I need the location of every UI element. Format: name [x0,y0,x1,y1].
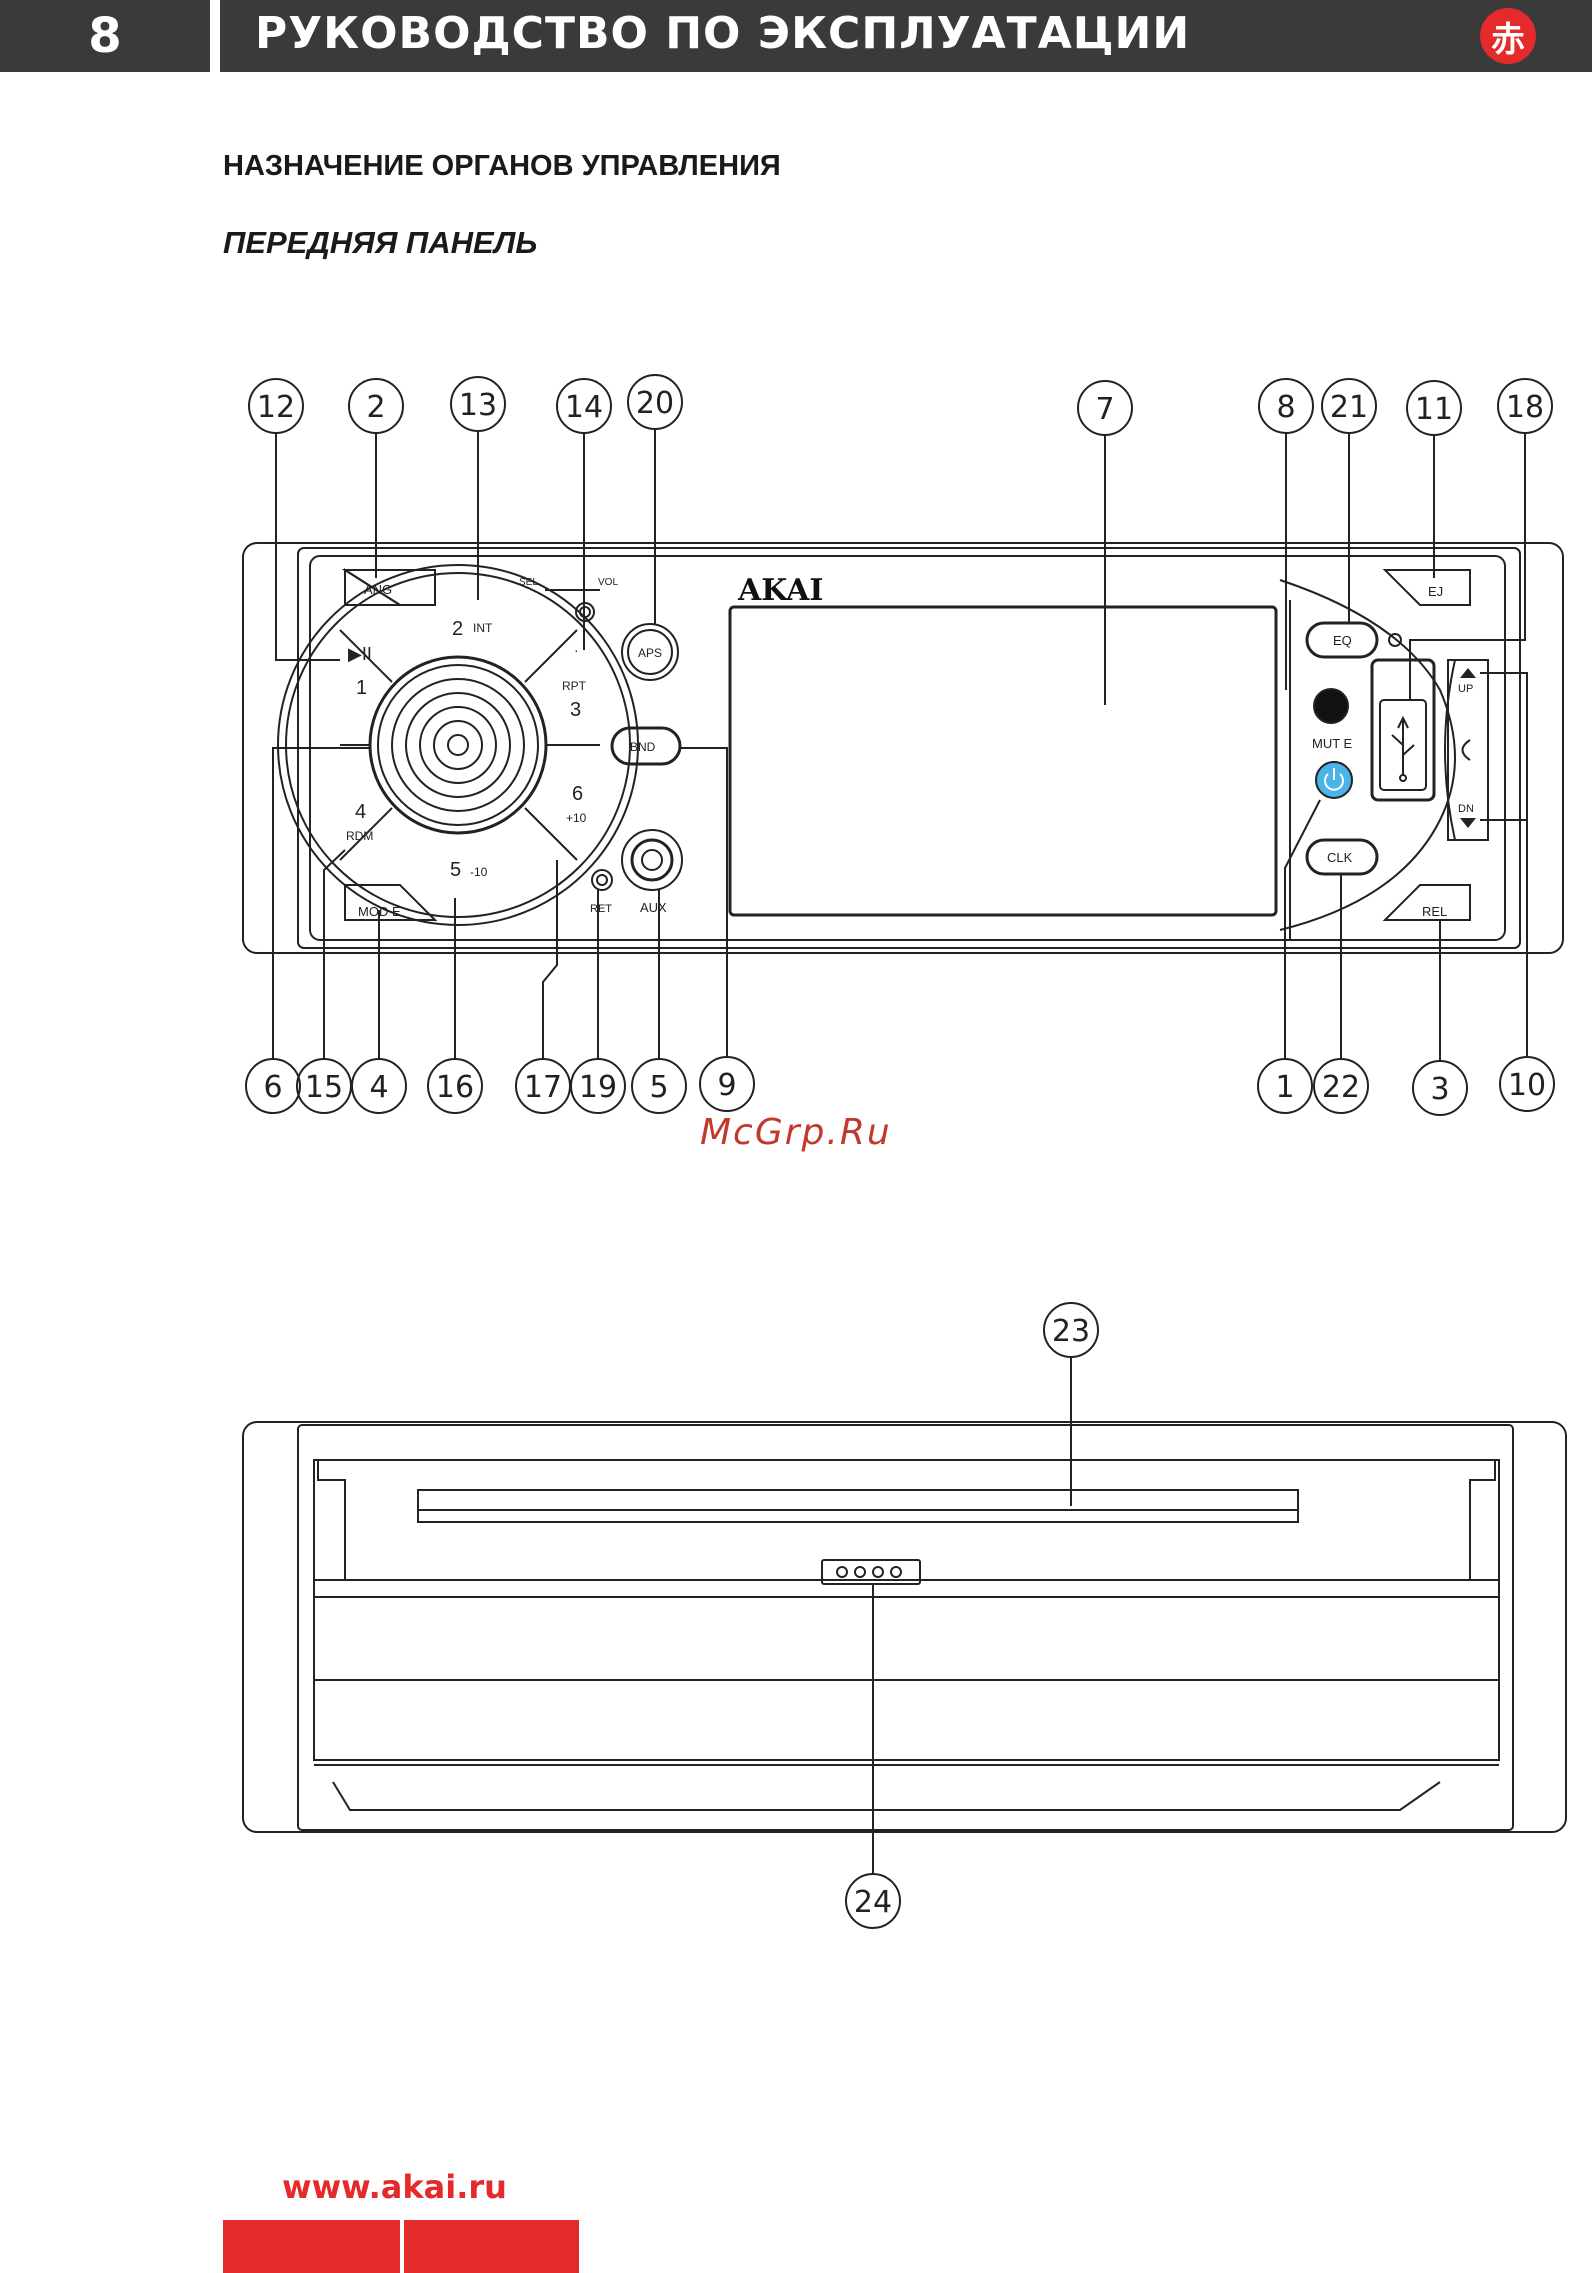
chassis-outer-frame [243,1422,1566,1832]
disc-slot [418,1490,1298,1522]
callout-23: 23 [1052,1314,1090,1349]
callout-24: 24 [854,1885,892,1920]
watermark-text: McGrp.Ru [700,1112,892,1153]
footer-url-link[interactable]: www.akai.ru [282,2168,507,2206]
footer-bar-left [223,2220,400,2273]
footer-bar-right [404,2220,579,2273]
